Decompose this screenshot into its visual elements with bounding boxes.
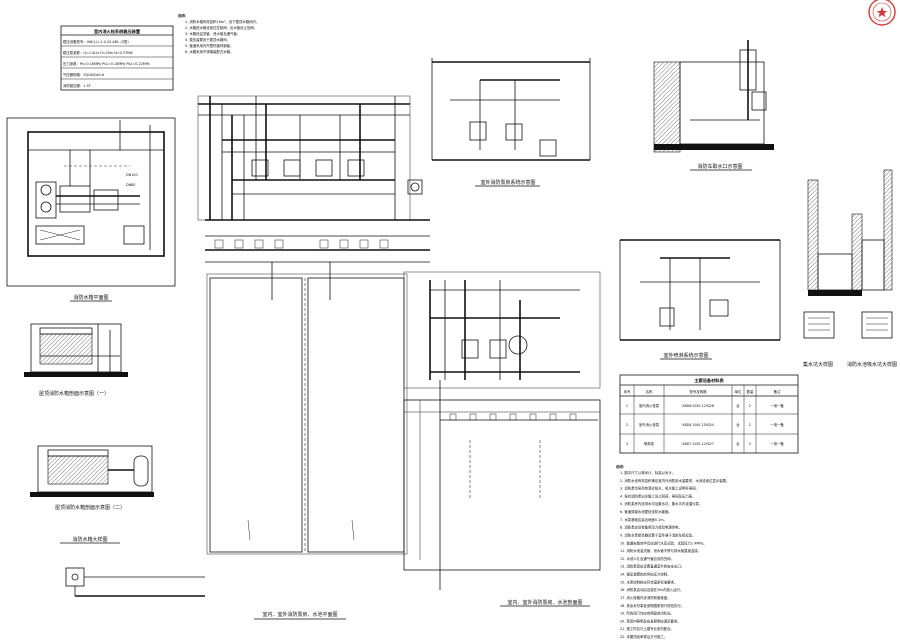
top-note-2: 2. 水箱进水管设液位控制阀，出水管设止回阀。 [185, 25, 257, 30]
equip-row-spec: XBD6.0/30-125D/6 [682, 404, 714, 408]
note-line: 22. 本图须经审核后方可施工。 [620, 634, 667, 639]
note-line: 12. 水池人孔及通气管应设防虫网。 [620, 556, 674, 561]
svg-text:· · · · · · ·: · · · · · · · [874, 19, 886, 23]
main-system-title: 室内、室外消防泵房、水池平面图 [262, 611, 337, 618]
equip-row-name: 喷淋泵 [644, 441, 655, 446]
stabilizer-info-table: 室内消火栓系统稳压装置 稳压设备型号：XW(L)-I-1.0-20-ADL (Z… [60, 25, 174, 91]
note-line: 17. 消火栓箱内设消防软管卷盘。 [620, 595, 671, 600]
notes-title: 说明： [616, 464, 626, 469]
equip-header-unit: 单位 [735, 389, 742, 394]
note-line: 4. 每台消防泵出水管上设止回阀、闸阀及压力表。 [620, 493, 696, 498]
info-row-5: 消防稳压罐：1.5T [63, 83, 92, 88]
equip-header-remark: 备注 [774, 389, 781, 394]
top-notes-block: 说明： 1. 消防水箱有效容积18m³，设于屋顶水箱间内。 2. 水箱进水管设液… [178, 13, 259, 54]
pump-room-plan-title: 消防水箱平面图 [73, 294, 108, 301]
equip-row-no: 2 [626, 423, 628, 427]
note-line: 13. 消防泵房应设置直通室外的安全出口。 [620, 564, 684, 569]
top-note-1: 1. 消防水箱有效容积18m³，设于屋顶水箱间内。 [185, 19, 259, 24]
note-line: 19. 所有阀门均应有明显启闭标志。 [620, 611, 674, 616]
note-line: 5. 消防泵房内设排水沟及集水坑，集水坑内设潜污泵。 [620, 501, 702, 506]
equip-row-remark: 一用一备 [770, 403, 784, 408]
info-table-title: 室内消火栓系统稳压装置 [94, 28, 141, 35]
note-line: 21. 施工时应与土建专业密切配合。 [620, 626, 674, 631]
equipment-table-title: 主要设备材料表 [694, 377, 724, 384]
equip-row-spec: XBD4.0/40-150D/4 [682, 423, 714, 427]
spray-system-title: 室外喷淋系统示意图 [663, 352, 708, 359]
equip-row-spec: XBD7.0/35-125D/7 [682, 442, 714, 446]
hydrant-system-view: 室外消防泵房系统示意图 [431, 58, 591, 187]
note-line: 1. 图中尺寸以毫米计，标高以米计。 [620, 470, 675, 475]
note-line: 8. 消防泵应设有备用动力或双电源供电。 [620, 525, 682, 530]
equip-row-remark: 一用一备 [770, 422, 784, 427]
note-line: 11. 消防水池溢流管、泄水管不得与排水管直接连接。 [620, 548, 701, 553]
note-line: 7. 水泵基础应高出地面0.1m。 [620, 517, 667, 522]
info-row-2: 稳压泵参数：Q=1.0L/s H=20m N=0.37KW [63, 50, 133, 55]
info-row-1: 稳压设备型号：XW(L)-I-1.0-20-ADL (Z型) [63, 39, 129, 44]
equip-row-remark: 一用一备 [770, 441, 784, 446]
inlet-detail-view: 消防车取水口示意图 [653, 40, 774, 171]
tank-section-2-view: 屋顶消防水箱剖面示意图（二） 消防水箱大样图 [30, 445, 154, 544]
equip-header-spec: 型号及规格 [690, 389, 708, 394]
pit-details-view: 集水坑大样图 消防水池吸水坑大样图 [803, 169, 897, 368]
inlet-detail-title: 消防车取水口示意图 [697, 163, 742, 170]
note-line: 14. 稳压装置的启停由压力控制。 [620, 572, 671, 577]
note-line: 20. 泵房内照明及应急照明应满足要求。 [620, 618, 681, 623]
note-line: 15. 水泵控制柜应符合国家标准要求。 [620, 579, 677, 584]
note-line: 9. 消防水泵接合器设置于室外便于消防车接近处。 [620, 533, 696, 538]
equip-header-no: 序号 [624, 389, 631, 394]
svg-text:DN80: DN80 [126, 183, 135, 187]
equip-header-qty: 数量 [747, 389, 754, 394]
pit-detail-2-title: 消防水池吸水坑大样图 [847, 361, 897, 368]
note-line: 3. 消防泵均采用自灌式吸水，吸水管上设明杆闸阀。 [620, 486, 699, 491]
note-line: 6. 管道穿越水池壁处设防水套管。 [620, 509, 672, 514]
top-note-5: 5. 管道采用内外壁热镀锌钢管。 [185, 43, 233, 48]
info-row-3: 压力参数：Ps=0.16MPa Ps1=0.18MPa Ps2=0.22MPa [63, 61, 150, 66]
top-note-6: 6. 水箱采用不锈钢装配式水箱。 [185, 49, 233, 54]
equip-row-name: 室内消火栓泵 [639, 403, 660, 408]
top-notes-title: 说明： [178, 13, 188, 18]
svg-text:DN100: DN100 [126, 173, 138, 177]
main-piping-system: 室内、室外消防泵房、水池平面图 室内、室外消防泵房、水池剖面图 [197, 95, 601, 620]
pump-room-plan-view: DN100 DN80 消防水箱平面图 [6, 117, 176, 302]
equip-row-qty: 2 [749, 423, 751, 427]
equipment-table: 主要设备材料表 序号 名称 型号及规格 单位 数量 备注 1 室内消火栓泵 XB… [619, 374, 799, 454]
seal-stamp: · · · · · · · [868, 0, 896, 26]
top-note-3: 3. 水箱设溢流管、泄水管及通气管。 [185, 31, 240, 36]
tank-room-title: 消防水箱大样图 [72, 536, 107, 543]
equip-row-qty: 2 [749, 442, 751, 446]
hydrant-system-title: 室外消防泵房系统示意图 [480, 179, 535, 186]
tank-section-2-title: 屋顶消防水箱剖面示意图（二） [55, 504, 125, 511]
pit-detail-1-title: 集水坑大样图 [803, 361, 833, 368]
spray-system-view: 室外喷淋系统示意图 [619, 239, 781, 360]
main-system-2-title: 室内、室外消防泵房、水池剖面图 [507, 599, 582, 606]
info-row-4: 气压罐规格：SQL800x0.6 [63, 72, 104, 77]
equip-row-unit: 台 [736, 403, 740, 408]
tank-section-1-view: 屋顶消防水箱剖面示意图（一） [24, 323, 128, 397]
tank-section-1-title: 屋顶消防水箱剖面示意图（一） [39, 390, 109, 397]
equip-row-unit: 台 [736, 441, 740, 446]
note-line: 16. 消防泵启动后应能在30s内投入运行。 [620, 587, 683, 592]
equip-row-name: 室外消火栓泵 [639, 422, 660, 427]
note-line: 18. 其余未尽事宜参照国家现行规范执行。 [620, 603, 684, 608]
top-note-4: 4. 稳压装置设于屋顶水箱间。 [185, 37, 230, 42]
equip-row-no: 1 [626, 404, 628, 408]
note-line: 2. 消防水池有效容积满足室内外消防用水量要求，水池设液位显示装置。 [620, 478, 729, 483]
equip-row-qty: 2 [749, 404, 751, 408]
equip-row-no: 3 [626, 442, 628, 446]
general-notes: 说明： 1. 图中尺寸以毫米计，标高以米计。 2. 消防水池有效容积满足室内外消防… [616, 464, 729, 639]
note-line: 10. 管道安装完毕后应进行水压试验，试验压力1.4MPa。 [620, 540, 707, 545]
external-connection-symbol [65, 567, 205, 597]
equip-row-unit: 台 [736, 422, 740, 427]
equip-header-name: 名称 [646, 389, 653, 394]
